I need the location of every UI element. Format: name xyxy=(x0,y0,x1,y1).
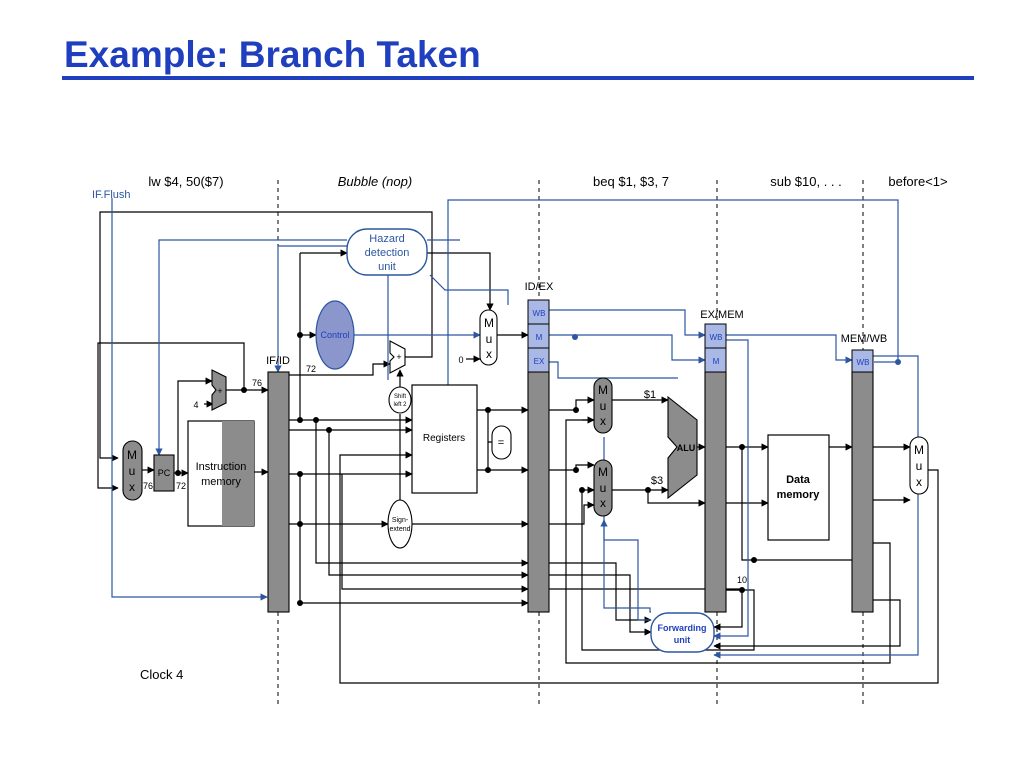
svg-text:M: M xyxy=(484,316,494,330)
svg-text:WB: WB xyxy=(857,358,870,367)
four-constant: 4 xyxy=(193,400,198,410)
slide-title: Example: Branch Taken xyxy=(64,34,481,75)
program-counter: PC xyxy=(153,454,175,492)
pc-adder: + xyxy=(211,369,227,411)
svg-text:M: M xyxy=(127,448,137,462)
junction-dots xyxy=(175,332,757,606)
alu: ALU xyxy=(667,395,698,500)
if-flush-label: IF.Flush xyxy=(92,189,131,201)
svg-text:Registers: Registers xyxy=(423,433,465,444)
pc-plus4-value: 76 xyxy=(252,378,262,388)
shift-left-2: Shift left 2 xyxy=(388,386,412,414)
control-wires xyxy=(111,198,919,659)
svg-text:memory: memory xyxy=(777,489,821,501)
data-memory: Data memory xyxy=(767,434,830,541)
stage-label-mem: sub $10, . . . xyxy=(770,174,842,189)
svg-text:u: u xyxy=(600,399,607,413)
pc-mux: M u x xyxy=(122,440,143,501)
svg-text:Instruction: Instruction xyxy=(196,461,247,473)
title-underline xyxy=(62,76,974,80)
svg-text:u: u xyxy=(600,481,607,495)
control-mux: M u x xyxy=(479,309,498,366)
svg-text:M: M xyxy=(598,465,608,479)
svg-text:Sign-: Sign- xyxy=(392,517,409,524)
svg-text:u: u xyxy=(129,464,136,478)
svg-text:ALU: ALU xyxy=(677,443,696,453)
writeback-mux: M u x xyxy=(909,436,929,495)
control-label: Control xyxy=(320,330,349,340)
svg-text:M: M xyxy=(713,357,720,366)
control-unit: Control xyxy=(315,300,355,370)
svg-text:+: + xyxy=(396,352,401,362)
svg-text:M: M xyxy=(598,383,608,397)
ten-value: 10 xyxy=(737,575,747,585)
sign-extend: Sign- extend xyxy=(387,499,413,549)
svg-text:EX: EX xyxy=(534,357,545,366)
svg-text:PC: PC xyxy=(158,468,171,478)
control-junction xyxy=(895,359,901,365)
stage-label-id: Bubble (nop) xyxy=(338,174,412,189)
svg-text:Forwarding: Forwarding xyxy=(658,623,707,633)
svg-text:x: x xyxy=(600,496,606,510)
hazard-line3: unit xyxy=(378,261,396,273)
svg-text:=: = xyxy=(498,437,504,449)
svg-text:memory: memory xyxy=(201,476,241,488)
hazard-line1: Hazard xyxy=(369,233,404,245)
pc-out-value: 72 xyxy=(176,481,186,491)
alu-mux-a: M u x xyxy=(593,377,613,434)
svg-text:MEM/WB: MEM/WB xyxy=(841,333,887,345)
branch-adder: + xyxy=(389,340,406,374)
svg-text:x: x xyxy=(486,347,492,361)
svg-text:Shift: Shift xyxy=(394,394,406,400)
r3-value: $3 xyxy=(651,475,663,487)
hazard-detection-unit: Hazard detection unit xyxy=(346,228,428,276)
stage-label-ex: beq $1, $3, 7 xyxy=(593,174,669,189)
mem-wb-register: WB MEM/WB xyxy=(841,333,887,613)
clock-label: Clock 4 xyxy=(140,667,183,682)
hazard-line2: detection xyxy=(365,247,410,259)
zero-constant: 0 xyxy=(458,355,463,365)
svg-text:EX/MEM: EX/MEM xyxy=(700,309,743,321)
svg-text:left 2: left 2 xyxy=(393,402,407,408)
forwarding-unit: Forwarding unit xyxy=(650,612,715,653)
svg-text:M: M xyxy=(914,443,924,457)
r1-value: $1 xyxy=(644,389,656,401)
svg-text:+: + xyxy=(217,386,222,396)
instruction-memory: Instruction memory xyxy=(187,420,255,527)
if-id-register: IF/ID xyxy=(266,355,290,613)
svg-text:x: x xyxy=(916,475,922,489)
svg-text:Data: Data xyxy=(786,474,811,486)
ifid-pc-value: 72 xyxy=(306,364,316,374)
svg-text:IF/ID: IF/ID xyxy=(266,355,290,367)
svg-text:u: u xyxy=(486,332,493,346)
alu-mux-b: M u x xyxy=(593,459,613,517)
svg-text:u: u xyxy=(916,459,923,473)
svg-text:ID/EX: ID/EX xyxy=(525,281,554,293)
pc-in-value: 76 xyxy=(143,481,153,491)
register-file: Registers xyxy=(411,384,478,494)
id-ex-register: WB M EX ID/EX xyxy=(525,281,554,613)
svg-text:WB: WB xyxy=(533,309,546,318)
stage-label-wb: before<1> xyxy=(888,174,947,189)
svg-text:WB: WB xyxy=(710,333,723,342)
svg-text:x: x xyxy=(129,480,135,494)
svg-text:extend: extend xyxy=(389,526,410,533)
svg-text:x: x xyxy=(600,414,606,428)
equal-comparator: = xyxy=(491,425,512,460)
svg-text:unit: unit xyxy=(674,635,691,645)
svg-text:M: M xyxy=(536,333,543,342)
control-junction xyxy=(572,334,578,340)
stage-label-if: lw $4, 50($7) xyxy=(148,174,223,189)
ex-mem-register: WB M EX/MEM xyxy=(700,309,744,613)
